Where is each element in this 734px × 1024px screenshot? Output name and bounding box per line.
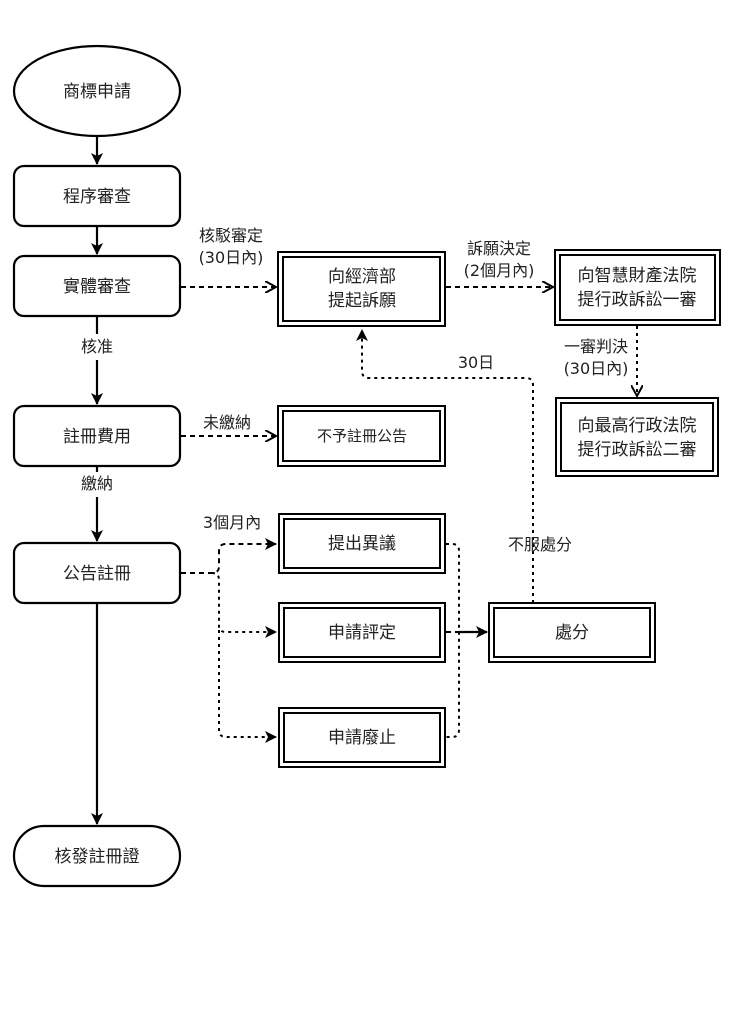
node-appeal-moea-line1: 向經濟部 [328, 267, 396, 287]
edge-publication-branch-invalidation [211, 572, 277, 638]
label-first-judgment-line2: (30日內) [564, 359, 629, 378]
node-no-publication[interactable]: 不予註冊公告 [277, 405, 446, 467]
node-ipc-line1: 向智慧財產法院 [578, 266, 697, 286]
label-three-months: 3個月內 [203, 513, 261, 532]
node-substantive-review-label: 實體審查 [63, 277, 131, 297]
label-dissatisfied: 不服處分 [508, 535, 572, 554]
node-procedural-review[interactable]: 程序審查 [12, 164, 182, 228]
node-publication[interactable]: 公告註冊 [12, 541, 182, 605]
node-disposition-label: 處分 [555, 623, 589, 643]
label-rejection-line1: 核駁審定 [199, 226, 263, 245]
node-substantive-review[interactable]: 實體審查 [12, 254, 182, 318]
node-registration-fee[interactable]: 註冊費用 [12, 404, 182, 468]
edge-publication-branch-revocation [218, 630, 277, 743]
edge-publication-branch-trunk [181, 538, 277, 574]
node-revocation-label: 申請廢止 [328, 728, 396, 748]
node-sac-line2: 提行政訴訟二審 [578, 440, 697, 460]
node-ipc-first-instance[interactable]: 向智慧財產法院 提行政訴訟一審 [554, 249, 721, 326]
label-thirty-days: 30日 [458, 353, 494, 372]
node-registration-fee-label: 註冊費用 [63, 427, 131, 447]
edge-opposition-merge [446, 543, 460, 738]
node-apply[interactable]: 商標申請 [12, 44, 182, 138]
label-paid: 繳納 [81, 474, 113, 493]
node-publication-label: 公告註冊 [63, 564, 131, 584]
edges [91, 136, 637, 825]
label-appeal-decision-line2: (2個月內) [464, 261, 535, 280]
label-unpaid: 未繳納 [203, 413, 251, 432]
node-invalidation[interactable]: 申請評定 [278, 602, 446, 663]
node-sac-line1: 向最高行政法院 [578, 416, 697, 436]
node-disposition[interactable]: 處分 [488, 602, 656, 663]
node-invalidation-label: 申請評定 [328, 623, 396, 643]
node-ipc-line2: 提行政訴訟一審 [578, 290, 697, 310]
label-appeal-decision-line1: 訴願決定 [467, 239, 531, 258]
node-certificate-label: 核發註冊證 [55, 847, 140, 867]
node-appeal-moea[interactable]: 向經濟部 提起訴願 [277, 251, 446, 327]
label-first-judgment-line1: 一審判決 [564, 337, 628, 356]
edge-labels: 核駁審定 (30日內) 訴願決定 (2個月內) 一審判決 (30日內) 核准 未… [81, 226, 628, 554]
node-opposition-label: 提出異議 [328, 534, 396, 554]
node-apply-label: 商標申請 [63, 82, 131, 102]
node-opposition[interactable]: 提出異議 [278, 513, 446, 574]
node-appeal-moea-line2: 提起訴願 [328, 291, 396, 311]
label-approved: 核准 [81, 337, 113, 356]
node-no-publication-label: 不予註冊公告 [317, 427, 407, 445]
node-certificate[interactable]: 核發註冊證 [12, 824, 182, 888]
edge-disposition-to-appeal [356, 329, 534, 603]
node-revocation[interactable]: 申請廢止 [278, 707, 446, 768]
node-sac-second-instance[interactable]: 向最高行政法院 提行政訴訟二審 [555, 397, 719, 477]
label-rejection-line2: (30日內) [199, 248, 264, 267]
node-procedural-review-label: 程序審查 [63, 187, 131, 207]
